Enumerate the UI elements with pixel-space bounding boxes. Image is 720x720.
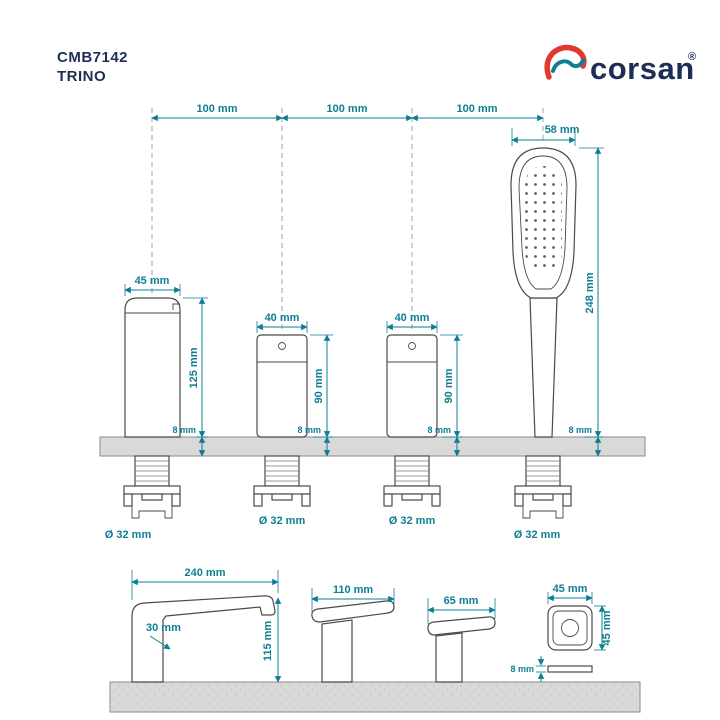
dim-escutcheon-width: 45 mm	[553, 583, 588, 595]
under-deck-fittings: Ø 32 mm Ø 32 mm Ø 32 mm Ø 32 mm	[105, 455, 571, 541]
dim-spout-height: 125 mm	[188, 347, 200, 388]
dim-spacing-2: 100 mm	[327, 103, 368, 115]
product-series: TRINO	[57, 68, 106, 85]
hand-shower-front: 248 mm 8 mm	[510, 147, 604, 457]
spout-tail-fitting	[124, 456, 180, 518]
side-view-deck-texture	[110, 682, 640, 712]
handle-right-tail-fitting	[383, 455, 441, 507]
dim-spacing-3: 100 mm	[457, 103, 498, 115]
spout-front: 45 mm 125 mm 8 mm	[124, 275, 208, 457]
dim-shower-thread: Ø 32 mm	[514, 529, 561, 541]
shower-width-dimension: 58 mm	[511, 124, 580, 146]
dim-handle-right-width: 40 mm	[395, 312, 430, 324]
handle-right-front: 40 mm 90 mm 8 mm	[386, 312, 463, 457]
brand-logo: corsan ®	[544, 44, 696, 86]
dim-shower-height: 248 mm	[584, 272, 596, 313]
dim-spacing-1: 100 mm	[197, 103, 238, 115]
dim-spout-thread: Ø 32 mm	[105, 529, 152, 541]
shower-handle	[529, 297, 558, 438]
handle-left-front: 40 mm 90 mm 8 mm	[256, 312, 333, 457]
spout-side-view: 240 mm 115 mm 30 mm	[131, 567, 282, 683]
dim-handle-right-deck: 8 mm	[427, 425, 451, 435]
dim-handle-left-height: 90 mm	[313, 368, 325, 403]
dim-handle-left-length: 110 mm	[333, 584, 374, 596]
logo-wave-teal-icon	[551, 58, 585, 73]
dim-shower-head-width: 58 mm	[545, 124, 580, 136]
dim-handle-left-width: 40 mm	[265, 312, 300, 324]
spacing-dimensions: 100 mm 100 mm 100 mm	[151, 103, 544, 333]
dim-shower-deck: 8 mm	[568, 425, 592, 435]
dim-handle-right-length: 65 mm	[444, 595, 479, 607]
dim-spout-width: 45 mm	[135, 275, 170, 287]
shower-spray-face	[525, 166, 562, 270]
dim-spout-body: 30 mm	[146, 622, 181, 634]
dim-handle-right-height: 90 mm	[443, 368, 455, 403]
dim-escutcheon-height: 45 mm	[601, 610, 613, 645]
handle-right-side-view: 65 mm	[427, 595, 496, 683]
brand-name: corsan	[590, 51, 695, 86]
dim-plate-thickness: 8 mm	[510, 664, 534, 674]
dim-spout-deck: 8 mm	[172, 425, 196, 435]
registered-mark: ®	[688, 51, 696, 63]
product-model: CMB7142	[57, 49, 128, 66]
dim-handle-left-deck: 8 mm	[297, 425, 321, 435]
shower-tail-fitting	[515, 456, 571, 518]
dim-spout-side-height: 115 mm	[262, 621, 274, 662]
escutcheon-view: 45 mm 45 mm 8 mm	[510, 583, 613, 682]
dim-handle-right-thread: Ø 32 mm	[389, 515, 436, 527]
dim-spout-reach: 240 mm	[185, 567, 226, 579]
dim-handle-left-thread: Ø 32 mm	[259, 515, 306, 527]
escutcheon-plate	[547, 665, 593, 673]
mounting-deck	[99, 436, 646, 457]
handle-left-side-view: 110 mm	[311, 584, 395, 683]
handle-left-tail-fitting	[253, 455, 311, 507]
